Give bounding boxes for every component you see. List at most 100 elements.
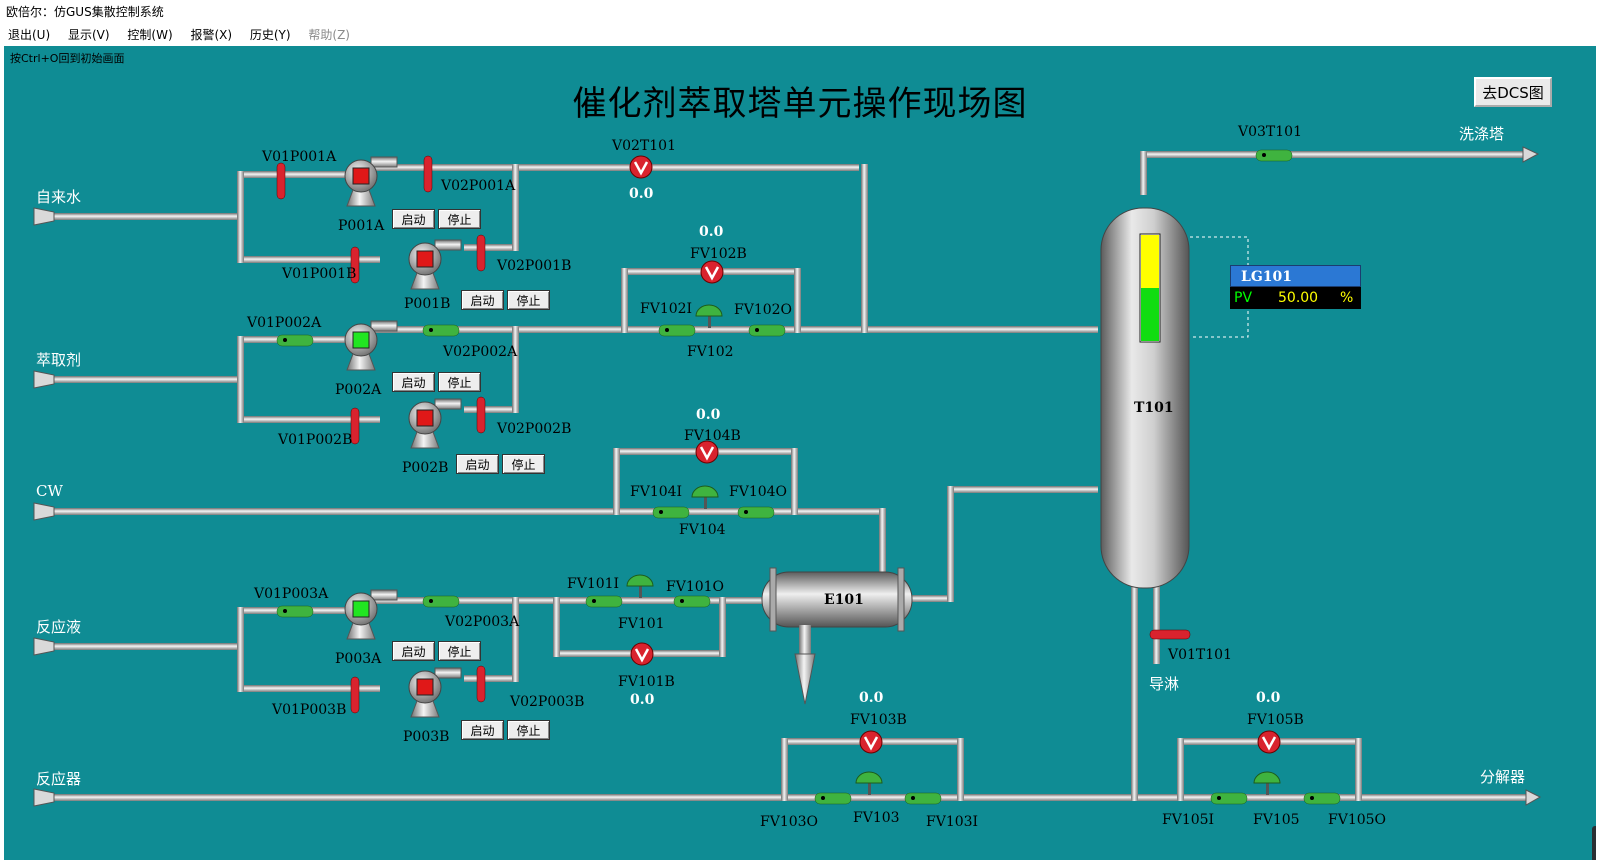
pump-P001B[interactable]: [408, 239, 462, 290]
label-P001B: P001B: [404, 296, 450, 312]
pipes-horizontal: [44, 151, 1532, 801]
menu-history[interactable]: 历史(Y): [249, 28, 291, 42]
reading-FV105B: 0.0: [1256, 690, 1281, 706]
P002A-start-button[interactable]: 启动: [392, 372, 435, 392]
valve-V02P003A[interactable]: [422, 595, 460, 608]
valve-FV102O[interactable]: [748, 324, 786, 337]
label-V02P003A: V02P003A: [444, 614, 520, 630]
exchanger-E101: E101: [761, 567, 913, 705]
P001A-start-button[interactable]: 启动: [392, 209, 435, 229]
menu-help[interactable]: 帮助(Z): [308, 28, 350, 42]
valve-V02P002B[interactable]: [476, 396, 486, 434]
P003B-stop-button[interactable]: 停止: [507, 720, 550, 740]
P003B-start-button[interactable]: 启动: [461, 720, 504, 740]
label-V01P002A: V01P002A: [246, 315, 322, 331]
control-valve-FV105B[interactable]: [1257, 730, 1281, 754]
label-P002B: P002B: [402, 460, 448, 476]
label-in-cw: CW: [36, 482, 63, 500]
valve-FV101I[interactable]: [585, 595, 623, 608]
control-valve-FV103B[interactable]: [859, 730, 883, 754]
lg101-pv-unit: %: [1340, 290, 1354, 306]
pipes-vertical: [237, 151, 1362, 801]
process-diagram: T101 E101 自来水 萃取剂 CW 反应液 反应器 洗涤塔 分解器 导淋 …: [33, 124, 1542, 830]
label-V03T101: V03T101: [1237, 124, 1302, 140]
lg101-pv-value: 50.00: [1278, 290, 1319, 306]
valve-FV102I[interactable]: [658, 324, 696, 337]
lg101-tag: LG101: [1230, 265, 1361, 287]
label-FV103: FV103: [853, 810, 900, 826]
label-FV103I: FV103I: [926, 814, 978, 830]
menu-alarm[interactable]: 报警(X): [190, 28, 233, 42]
valve-V01P003B[interactable]: [350, 676, 360, 714]
label-FV102O: FV102O: [734, 302, 792, 318]
label-FV105B: FV105B: [1247, 712, 1304, 728]
label-V01P003A: V01P003A: [253, 586, 329, 602]
P001A-stop-button[interactable]: 停止: [438, 209, 481, 229]
labels-layer: 自来水 萃取剂 CW 反应液 反应器 洗涤塔 分解器 导淋 V01P001A V…: [36, 124, 1525, 830]
valve-V01P002A[interactable]: [276, 334, 314, 347]
P003A-start-button[interactable]: 启动: [392, 641, 435, 661]
valve-FV104I[interactable]: [652, 506, 690, 519]
go-dcs-button[interactable]: 去DCS图: [1474, 77, 1552, 107]
valve-V02P003B[interactable]: [476, 665, 486, 703]
valve-FV103O[interactable]: [814, 792, 852, 805]
label-FV102: FV102: [687, 344, 734, 360]
pump-P003B[interactable]: [408, 667, 462, 718]
scrollbar-grip[interactable]: [1592, 826, 1596, 860]
valve-FV105O[interactable]: [1303, 792, 1341, 805]
control-valve-FV104B[interactable]: [695, 440, 719, 464]
label-P002A: P002A: [335, 382, 382, 398]
valve-V01T101[interactable]: [1149, 629, 1191, 640]
valve-FV101O[interactable]: [673, 595, 711, 608]
label-FV101: FV101: [618, 616, 665, 632]
P002B-start-button[interactable]: 启动: [456, 454, 499, 474]
P001B-stop-button[interactable]: 停止: [507, 290, 550, 310]
actuator-valve-FV101[interactable]: [626, 574, 654, 598]
lg101-pv-label: PV: [1234, 290, 1253, 306]
P002B-stop-button[interactable]: 停止: [502, 454, 545, 474]
P001B-start-button[interactable]: 启动: [461, 290, 504, 310]
menu-bar: 退出(U) 显示(V) 控制(W) 报警(X) 历史(Y) 帮助(Z): [0, 24, 1600, 46]
actuator-valve-FV105[interactable]: [1253, 771, 1281, 795]
menu-exit[interactable]: 退出(U): [8, 28, 51, 42]
valve-V02P001B[interactable]: [476, 234, 486, 272]
control-valve-FV101B[interactable]: [630, 642, 654, 666]
label-FV101I: FV101I: [567, 576, 619, 592]
valve-V01P001B[interactable]: [350, 246, 360, 284]
valve-V02P002A[interactable]: [422, 324, 460, 337]
menu-control[interactable]: 控制(W): [127, 28, 173, 42]
pump-P002A[interactable]: [344, 320, 398, 371]
valve-V01P002B[interactable]: [350, 407, 360, 445]
label-FV103B: FV103B: [850, 712, 907, 728]
reading-V02T101: 0.0: [629, 186, 654, 202]
control-valve-FV102B[interactable]: [700, 260, 724, 284]
label-V01P001A: V01P001A: [261, 149, 337, 165]
valve-FV103I[interactable]: [904, 792, 942, 805]
pump-P002B[interactable]: [408, 398, 462, 449]
valve-V01P003A[interactable]: [276, 605, 314, 618]
valve-FV105I[interactable]: [1210, 792, 1248, 805]
tower-level-empty: [1141, 235, 1159, 288]
valve-FV104O[interactable]: [737, 506, 775, 519]
lg101-panel[interactable]: LG101 PV 50.00 %: [1230, 265, 1361, 309]
valve-V02P001A[interactable]: [423, 155, 433, 193]
P003A-stop-button[interactable]: 停止: [438, 641, 481, 661]
pump-P003A[interactable]: [344, 589, 398, 640]
P002A-stop-button[interactable]: 停止: [438, 372, 481, 392]
actuator-valve-FV102[interactable]: [695, 304, 723, 328]
process-canvas: 按Ctrl+O回到初始画面 催化剂萃取塔单元操作现场图 去DCS图: [4, 46, 1596, 860]
window-title: 欧倍尔：仿GUS集散控制系统: [0, 0, 1600, 24]
menu-display[interactable]: 显示(V): [67, 28, 110, 42]
label-P003B: P003B: [403, 729, 449, 745]
label-P003A: P003A: [335, 651, 382, 667]
valve-V03T101[interactable]: [1255, 149, 1293, 162]
label-FV104: FV104: [679, 522, 726, 538]
label-V02P003B: V02P003B: [509, 694, 584, 710]
valve-V01P001A[interactable]: [276, 162, 286, 200]
label-FV101B: FV101B: [618, 674, 675, 690]
actuator-valve-FV103[interactable]: [855, 771, 883, 795]
pump-P001A[interactable]: [344, 156, 398, 207]
label-FV102I: FV102I: [640, 301, 692, 317]
control-valve-V02T101[interactable]: [629, 155, 653, 179]
actuator-valve-FV104[interactable]: [691, 485, 719, 509]
